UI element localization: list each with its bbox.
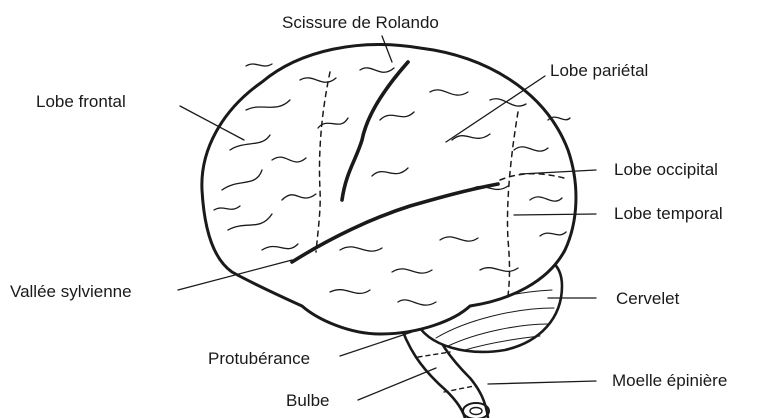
label-lobe-temporal: Lobe temporal: [614, 205, 723, 222]
label-lobe-frontal: Lobe frontal: [36, 93, 126, 110]
label-bulbe: Bulbe: [286, 392, 329, 409]
leader-protuberance: [340, 332, 412, 356]
label-lobe-parietal: Lobe pariétal: [550, 62, 648, 79]
label-moelle-epiniere: Moelle épinière: [612, 372, 727, 389]
label-protuberance: Protubérance: [208, 350, 310, 367]
leader-bulbe: [358, 368, 436, 400]
label-scissure-de-rolando: Scissure de Rolando: [282, 14, 439, 31]
label-cervelet: Cervelet: [616, 290, 679, 307]
label-lobe-occipital: Lobe occipital: [614, 161, 718, 178]
label-vallee-sylvienne: Vallée sylvienne: [10, 283, 132, 300]
leader-moelle: [488, 381, 596, 384]
